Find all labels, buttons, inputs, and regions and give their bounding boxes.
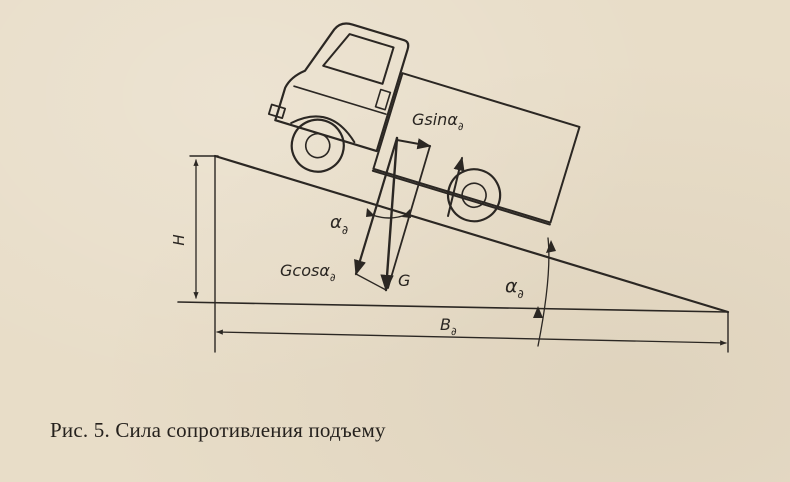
base-line [177,301,729,313]
wheel-reaction-arrow [447,156,465,217]
front-fender [290,115,356,144]
truck [267,22,581,226]
truck-door-line [293,85,387,115]
height-label: H [170,234,188,245]
normal-component-arrow [354,136,399,276]
truck-bumper [267,103,287,120]
g-sin-label: Gsinα∂ [412,110,464,133]
tangential-component-arrow [396,138,432,150]
g-cos-label: Gcosα∂ [280,261,336,284]
force-angle-arrow-right [402,209,411,218]
alpha-force-label: α∂ [330,212,348,237]
slope-line [213,154,730,314]
parallelogram-side-2 [355,273,387,291]
truck-mirror [374,88,392,111]
front-wheel [290,118,345,173]
force-angle-arrow-left [366,208,375,217]
figure-caption: Рис. 5. Сила сопротивления подъему [50,418,386,442]
base-dimension: B∂ [216,315,727,346]
height-dimension: H [170,159,199,299]
rear-wheel [446,168,502,223]
truck-window [322,33,395,85]
angle-arc-arrow-bottom [533,306,543,318]
truck-chassis [371,169,551,226]
g-label: G [398,271,410,290]
incline [177,154,730,353]
force-angle-arc [369,213,409,219]
base-label: B∂ [440,315,457,338]
angle-label-right: α∂ [505,275,524,301]
rear-wheel-hub [461,182,487,209]
truck-cargo-body [372,72,581,224]
base-arrow [216,329,727,346]
front-wheel-hub [304,132,331,159]
force-vectors [354,136,465,292]
slope-angle: α∂ [505,237,556,347]
gravity-arrow [380,136,399,292]
angle-arc-arrow-top [546,240,556,253]
truck-cab [274,22,410,153]
